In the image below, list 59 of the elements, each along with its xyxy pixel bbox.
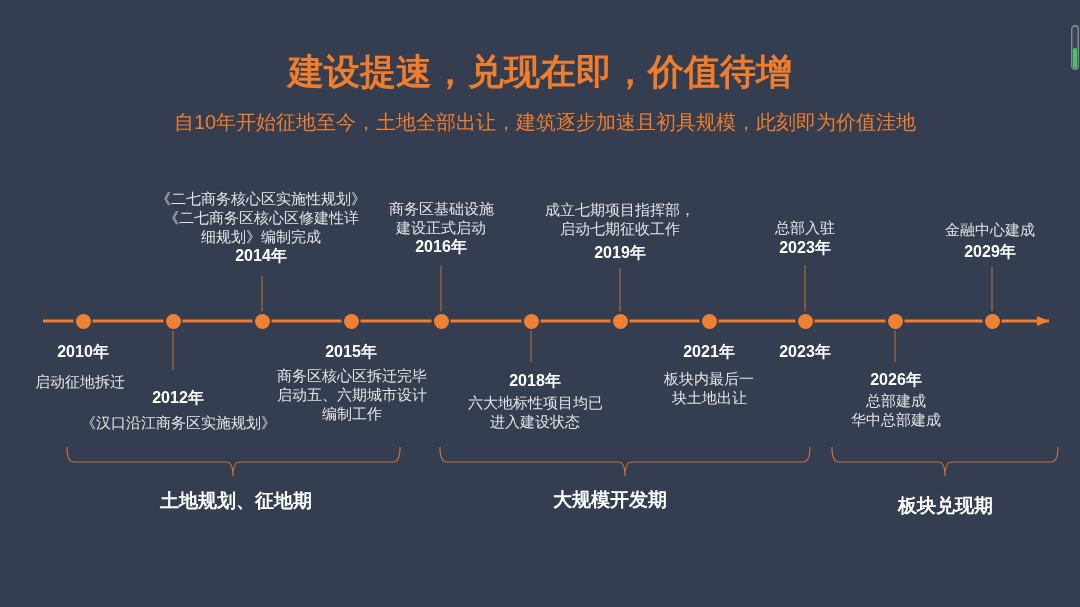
event-description: 总部入驻: [775, 218, 835, 237]
year-label: 2018年: [509, 371, 561, 391]
timeline-segment: [718, 319, 796, 323]
leader-line: [894, 329, 896, 363]
timeline-segment: [43, 319, 74, 323]
leader-line: [991, 266, 993, 313]
year-label: 2023年: [779, 238, 831, 258]
year-label: 2019年: [594, 243, 646, 263]
timeline-arrow: [1001, 316, 1049, 326]
timeline-dot: [701, 313, 717, 329]
timeline-dot: [343, 313, 359, 329]
timeline-dot: [612, 313, 628, 329]
timeline-dot: [433, 313, 449, 329]
year-label: 2012年: [152, 388, 204, 408]
timeline-dot: [984, 313, 1000, 329]
year-label: 2015年: [325, 342, 377, 362]
timeline-segment: [540, 319, 611, 323]
timeline-dot: [165, 313, 181, 329]
timeline-segment: [182, 319, 253, 323]
event-description: 总部建成华中总部建成: [851, 391, 941, 429]
leader-line: [804, 264, 806, 313]
title: 建设提速，兑现在即，价值待增: [288, 51, 792, 93]
year-label: 2010年: [57, 342, 109, 362]
phase-label: 大规模开发期: [553, 487, 667, 511]
event-description: 商务区基础设施建设正式启动: [388, 199, 494, 237]
leader-line: [261, 275, 263, 313]
year-label: 2026年: [870, 370, 922, 390]
event-description: 《二七商务核心区实施性规划》《二七商务区核心区修建性详细规划》编制完成: [156, 189, 366, 246]
timeline-segment: [629, 319, 700, 323]
event-description: 启动征地拆迁: [35, 371, 125, 391]
timeline-dot: [523, 313, 539, 329]
timeline-segment: [92, 319, 164, 323]
timeline-dot: [887, 313, 903, 329]
event-description: 金融中心建成: [945, 220, 1035, 239]
timeline-segment: [450, 319, 522, 323]
year-label: 2023年: [779, 342, 831, 362]
year-label: 2016年: [415, 237, 467, 257]
timeline-segment: [360, 319, 432, 323]
subtitle: 自10年开始征地至今，土地全部出让，建筑逐步加速且初具规模，此刻即为价值洼地: [173, 110, 917, 134]
timeline-dot: [797, 313, 813, 329]
year-label: 2014年: [235, 246, 287, 266]
leader-line: [530, 329, 532, 363]
event-description: 成立七期项目指挥部，启动七期征收工作: [545, 200, 695, 238]
leader-line: [619, 267, 621, 313]
timeline-dot: [75, 313, 91, 329]
leader-line: [440, 264, 442, 313]
phase-label: 板块兑现期: [897, 493, 993, 517]
event-description: 六大地标性项目均已进入建设状态: [467, 393, 603, 431]
event-description: 商务区核心区拆迁完毕启动五、六期城市设计编制工作: [277, 365, 427, 423]
timeline-segment: [904, 319, 983, 323]
event-description: 板块内最后一块土地出让: [664, 368, 754, 407]
timeline-segment: [271, 319, 342, 323]
year-label: 2021年: [683, 342, 735, 362]
timeline-segment: [814, 319, 886, 323]
timeline-dot: [254, 313, 270, 329]
year-label: 2029年: [964, 242, 1016, 262]
event-description: 《汉口沿江商务区实施规划》: [80, 413, 276, 432]
leader-line: [172, 329, 174, 371]
phase-label: 土地规划、征地期: [160, 488, 312, 512]
